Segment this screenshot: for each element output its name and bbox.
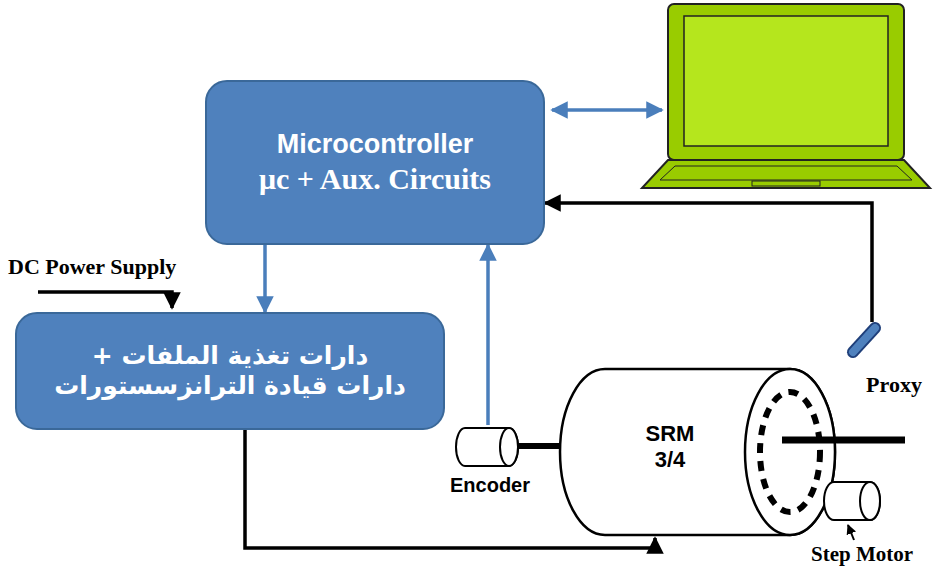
driver-box: دارات تغذية الملفات +دارات قيادة الترانز… — [15, 312, 445, 430]
supply-label: DC Power Supply — [8, 254, 176, 280]
node-title: دارات تغذية الملفات + — [92, 341, 368, 371]
controller-box: Microcontrollerμc + Aux. Circuits — [205, 80, 545, 245]
motor-node: SRM 3/4 — [560, 366, 840, 538]
laptop-icon — [642, 4, 930, 188]
node-title: دارات قيادة الترانزسستورات — [54, 371, 406, 401]
signal-arrow — [263, 245, 267, 312]
proxy-node: Proxy — [845, 322, 931, 408]
supply-arrow — [38, 292, 172, 308]
node-label: Step Motor — [796, 542, 928, 567]
node-label: SRM 3/4 — [600, 421, 740, 474]
label-line: SRM 3/4 — [646, 421, 695, 474]
signal-arrow — [486, 245, 490, 425]
srm-motor-symbol — [560, 366, 840, 538]
step-motor-node: Step Motor — [790, 478, 930, 570]
encoder-node: Encoder — [443, 425, 537, 503]
node-label: Encoder — [443, 473, 537, 497]
node-label: Proxy — [857, 372, 931, 398]
encoder-shaft — [518, 443, 566, 449]
node-subtitle: μc + Aux. Circuits — [259, 161, 491, 197]
node-title: Microcontroller — [277, 128, 474, 160]
pc-link-arrow — [552, 108, 662, 112]
signal-arrow — [545, 203, 872, 322]
